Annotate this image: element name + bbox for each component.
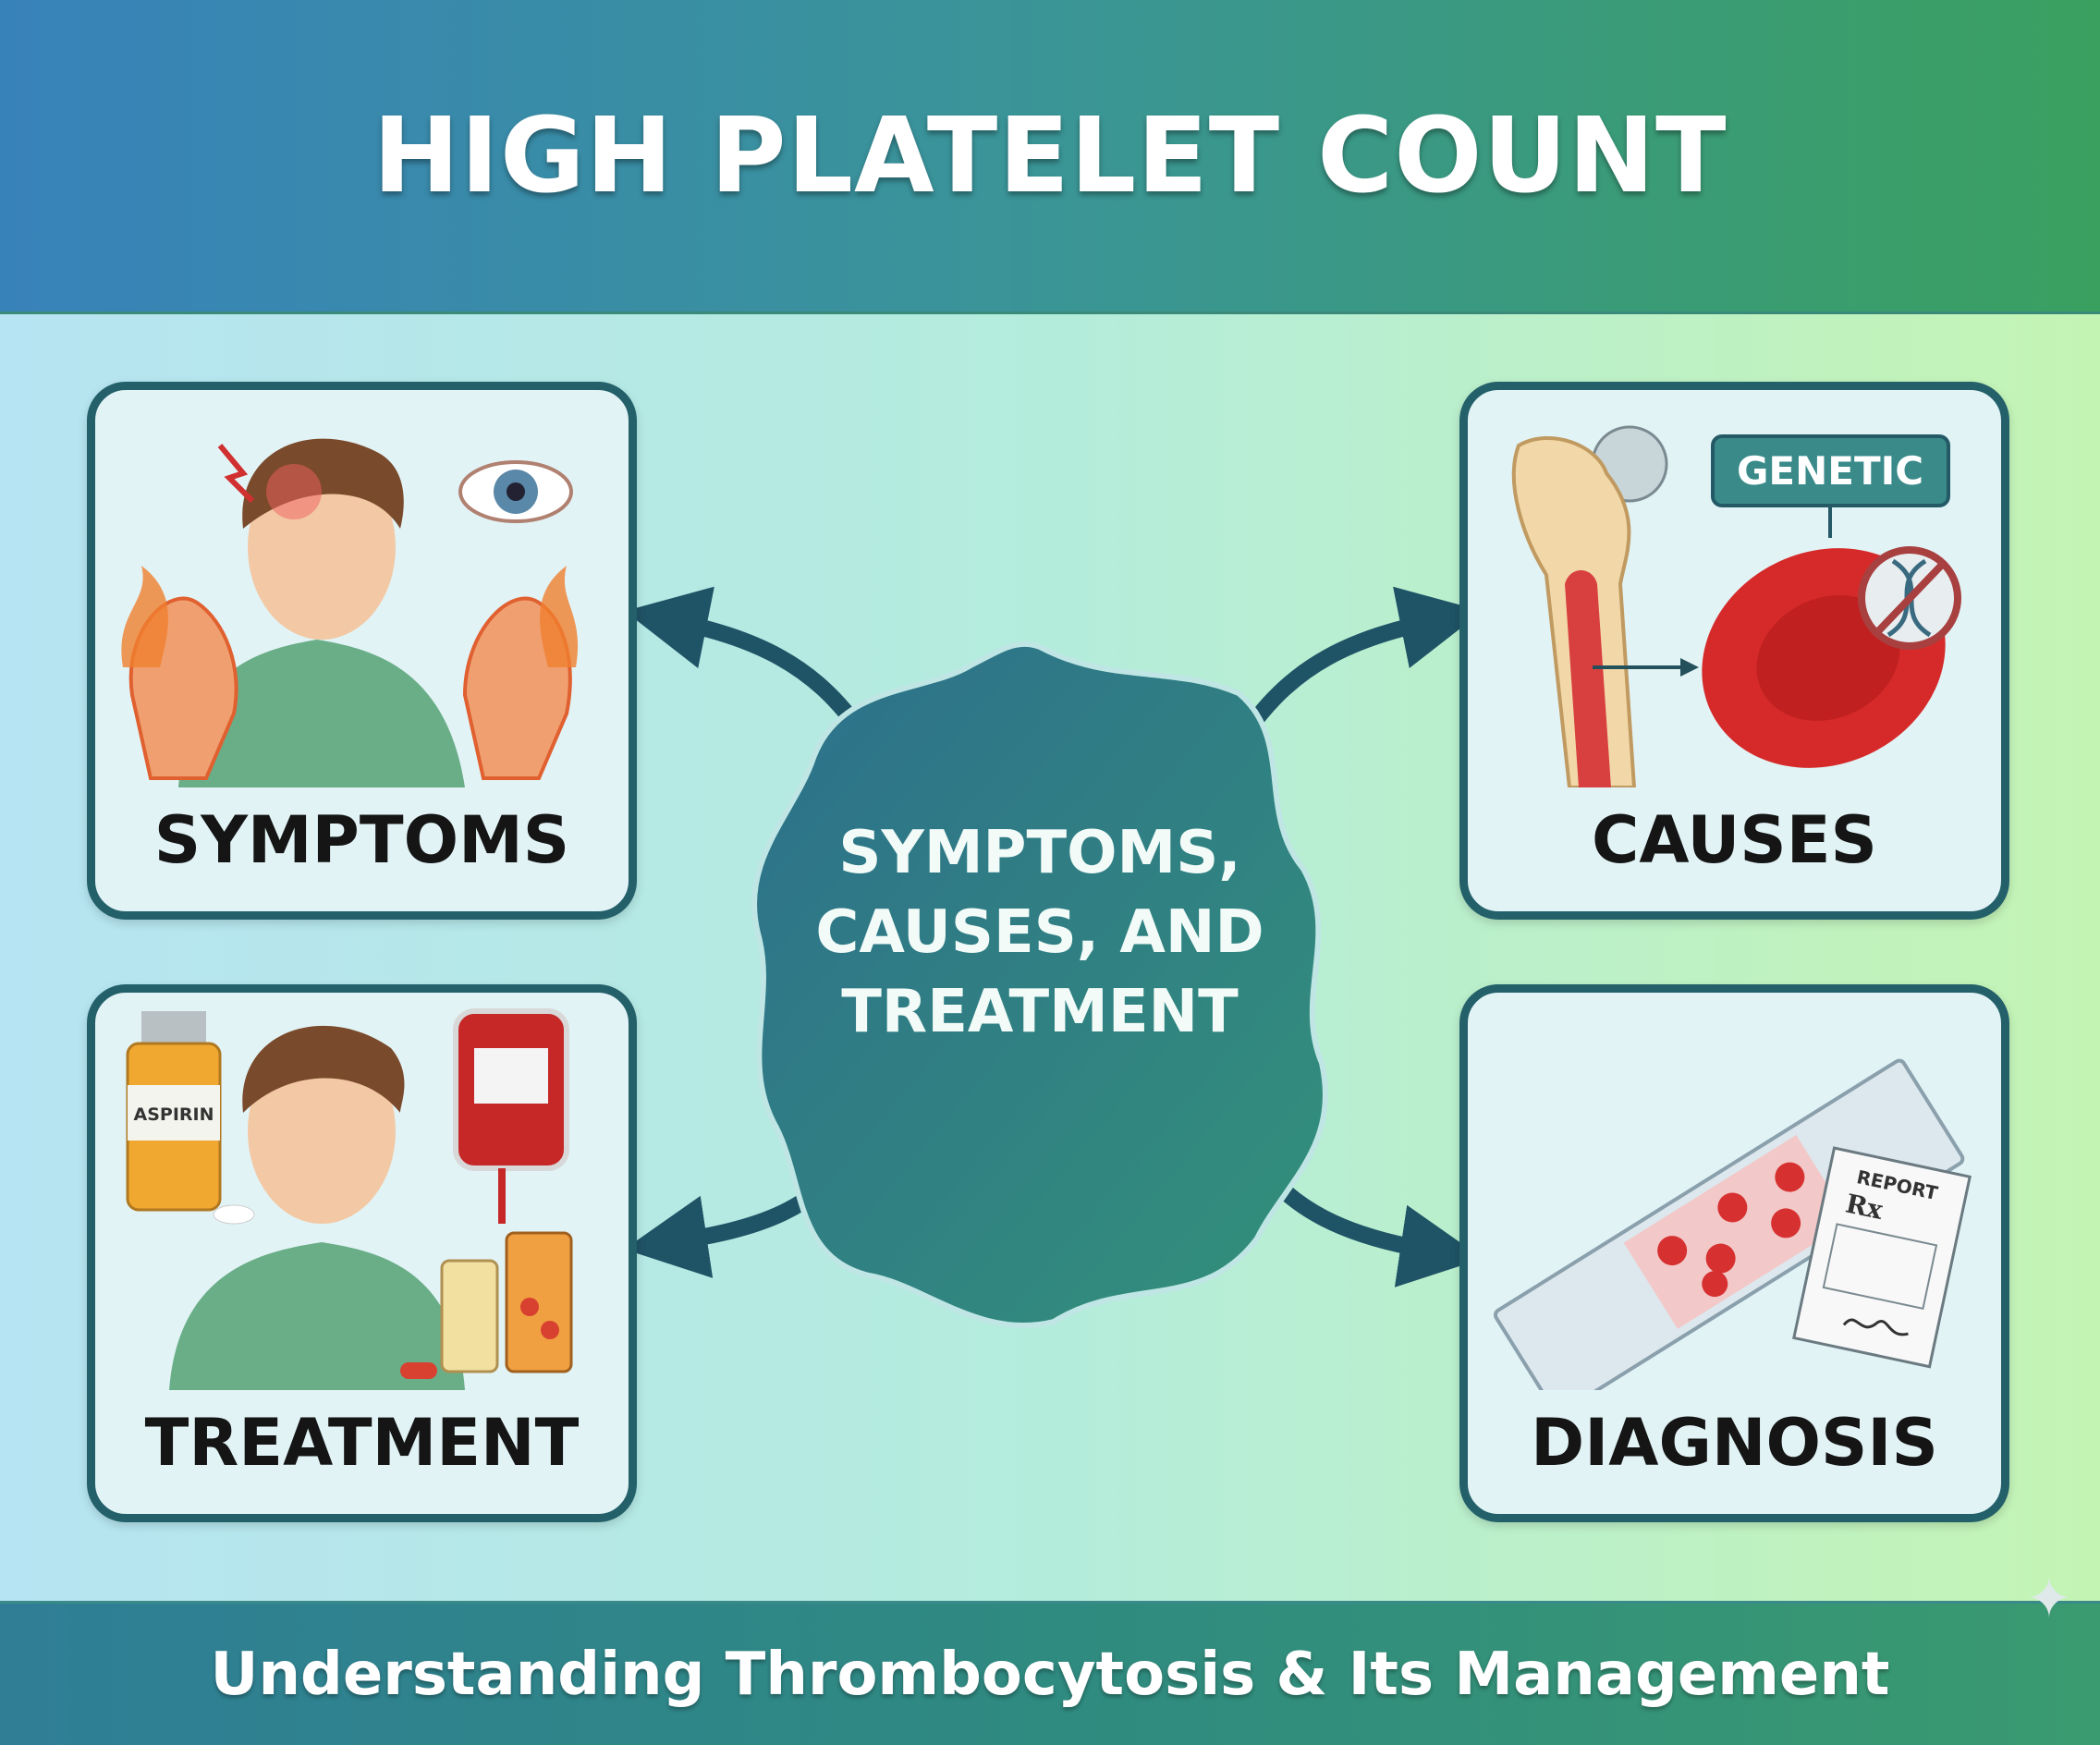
red-blood-cell-icon xyxy=(1702,548,1946,768)
blood-slide-icon xyxy=(1493,1058,1965,1390)
center-blob xyxy=(751,641,1328,1329)
causes-label: CAUSES xyxy=(1592,802,1877,878)
aspirin-label: ASPIRIN xyxy=(134,1104,214,1125)
no-dna-icon xyxy=(1858,546,1961,650)
footer: Understanding Thrombocytosis & Its Manag… xyxy=(0,1601,2100,1745)
sparkle-icon: ✦ xyxy=(2025,1567,2072,1631)
header: HIGH PLATELET COUNT xyxy=(0,0,2100,314)
rx-label: Rx xyxy=(1843,1188,1886,1226)
genetic-tag: GENETIC xyxy=(1711,434,1950,538)
center-line: SYMPTOMS, xyxy=(838,819,1241,887)
treatment-panel: ASPIRIN TREATMENT xyxy=(87,984,637,1522)
causes-panel: GENETIC CAUSES xyxy=(1459,382,2009,920)
blood-bag-icon xyxy=(453,1008,569,1224)
person-icon xyxy=(169,1025,465,1390)
headache-person-icon xyxy=(178,438,465,787)
treatment-label: TREATMENT xyxy=(144,1405,580,1481)
center-line: CAUSES, AND xyxy=(815,898,1264,967)
diagnosis-label: DIAGNOSIS xyxy=(1531,1405,1938,1481)
subtitle: Understanding Thrombocytosis & Its Manag… xyxy=(210,1640,1890,1709)
pill-bottles-icon xyxy=(400,1231,573,1379)
genetic-tag-label: GENETIC xyxy=(1737,448,1923,494)
center-line: TREATMENT xyxy=(841,978,1239,1046)
eye-icon xyxy=(458,460,573,523)
diagnosis-panel: REPORT Rx DIAGNOSIS xyxy=(1459,984,2009,1522)
report-icon: REPORT Rx xyxy=(1792,1146,1972,1369)
aspirin-bottle-icon: ASPIRIN xyxy=(126,1011,255,1225)
bone-marrow-icon xyxy=(1511,425,1699,787)
page-title: HIGH PLATELET COUNT xyxy=(372,95,1728,216)
center-text: SYMPTOMS, CAUSES, AND TREATMENT xyxy=(739,813,1340,1052)
burning-hands-icon xyxy=(121,566,579,780)
symptoms-label: SYMPTOMS xyxy=(153,802,570,878)
symptoms-panel: SYMPTOMS xyxy=(87,382,637,920)
